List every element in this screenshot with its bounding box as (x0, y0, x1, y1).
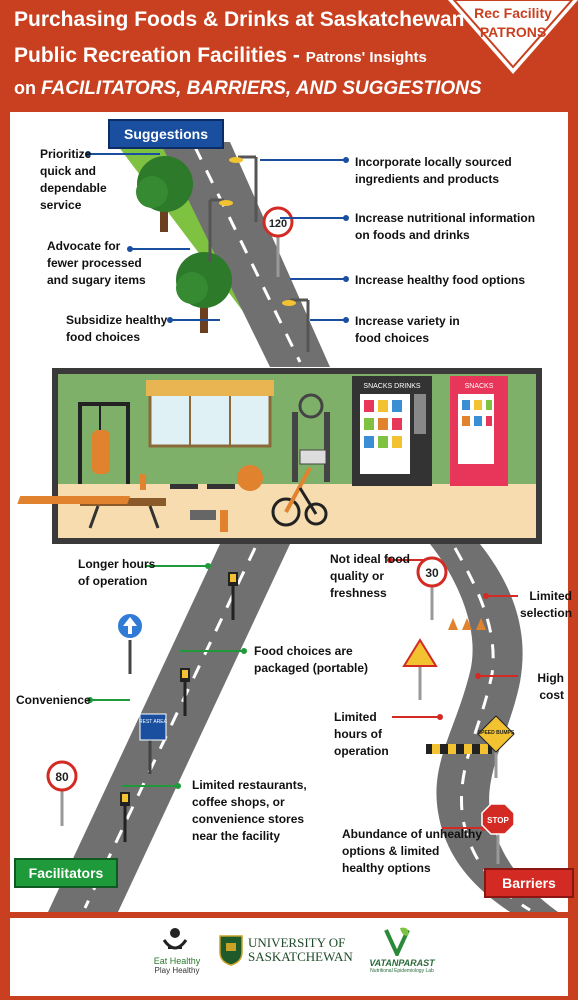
page-title-line3: on FACILITATORS, BARRIERS, AND SUGGESTIO… (14, 78, 482, 100)
footer-logos: Eat Healthy Play Healthy UNIVERSITY OF S… (10, 918, 568, 996)
facilitators-road (48, 544, 290, 912)
street-lamp-icon (229, 155, 258, 222)
gym-scene (17, 368, 542, 544)
barrier-limited-hours: Limited hours of operation (334, 710, 389, 758)
suggestions-heading: Suggestions (108, 119, 224, 149)
suggestion-subsidize: Subsidize healthy food choices (66, 313, 168, 344)
suggestions-road (160, 142, 330, 367)
tree-icon (136, 156, 193, 232)
speed-bumps-sign-icon (477, 715, 515, 778)
logo1-line1: Eat Healthy (153, 956, 201, 966)
suggestion-fewer-processed: Advocate for fewer processed and sugary … (47, 239, 146, 287)
vending-machine-2-label: SNACKS (465, 383, 494, 390)
vatanparast-logo-text: VATANPARAST Nutritional Epidemiology Lab (362, 958, 442, 974)
stop-sign-icon (481, 803, 515, 864)
logo3-line2: Nutritional Epidemiology Lab (370, 968, 434, 974)
rest-area-sign-text: REST AREA (139, 719, 168, 725)
title-main: Public Recreation Facilities - (14, 44, 306, 67)
logo1-line2: Play Healthy (154, 966, 200, 975)
title-emphasis: FACILITATORS, BARRIERS, AND SUGGESTIONS (41, 78, 482, 99)
title-prefix: on (14, 78, 41, 98)
speed-limit-sign-icon (262, 206, 294, 277)
patrons-badge (448, 0, 578, 74)
street-lamp-icon (282, 298, 310, 352)
eat-healthy-logo-icon (162, 928, 188, 950)
title-sub: Patrons' Insights (305, 49, 427, 66)
street-lamp-icon (208, 198, 233, 262)
facilitator-packaged: Food choices are packaged (portable) (254, 644, 369, 675)
speed-sign-120-text: 120 (269, 218, 287, 230)
barrier-connectors (390, 559, 518, 829)
barrier-food-quality: Not ideal food quality or freshness (330, 552, 410, 600)
facilitator-limited-restaurants: Limited restaurants, coffee shops, or co… (192, 778, 307, 843)
patrons-badge-text: Rec Facility PATRONS (460, 4, 566, 42)
speed-limit-sign-icon (46, 760, 78, 826)
direction-up-sign-icon (116, 612, 144, 674)
page-title-line2: Public Recreation Facilities - Patrons' … (14, 44, 427, 68)
eat-healthy-logo-text: Eat Healthy Play Healthy (142, 956, 212, 975)
speed-bumps-sign-text: SPEED BUMPS (478, 730, 515, 736)
suggestion-variety: Increase variety in food choices (355, 314, 460, 345)
university-crest-icon (219, 935, 243, 966)
badge-line1: Rec Facility (474, 5, 552, 21)
lamp-post-icon (228, 572, 238, 620)
speed-bump-icon (426, 744, 492, 754)
barrier-high-cost: High cost (537, 671, 564, 702)
suggestion-dots (85, 151, 349, 323)
barrier-dots (387, 557, 489, 831)
speed-sign-30-text: 30 (425, 566, 439, 580)
badge-line2: PATRONS (479, 24, 547, 40)
page-title-line1: Purchasing Foods & Drinks at Saskatchewa… (14, 8, 465, 31)
barrier-unhealthy-abundance: Abundance of unhealthy options & limited… (342, 827, 483, 875)
stop-sign-text: STOP (487, 816, 509, 825)
barriers-heading: Barriers (484, 868, 574, 898)
lamp-post-icon (120, 792, 130, 842)
logo3-line1: VATANPARAST (369, 958, 435, 968)
speed-sign-80-text: 80 (55, 770, 69, 784)
traffic-cone-icon (448, 618, 486, 630)
suggestion-healthy-options: Increase healthy food options (355, 273, 526, 287)
suggestion-connectors (88, 153, 346, 321)
logo2-line1: UNIVERSITY OF (248, 935, 346, 950)
vending-machine-1-label: SNACKS DRINKS (363, 383, 421, 390)
roadwork-sign-icon (402, 638, 438, 700)
logo2-line2: SASKATCHEWAN (248, 949, 353, 964)
suggestion-local-ingredients: Incorporate locally sourced ingredients … (355, 155, 512, 186)
infographic-scene: 120 (17, 142, 558, 912)
suggestion-quick-service: Prioritize quick and dependable service (40, 147, 107, 212)
facilitator-dots (87, 563, 247, 789)
vending-snacks (364, 400, 492, 448)
facilitator-longer-hours: Longer hours of operation (78, 557, 156, 588)
facilitator-connectors (90, 565, 244, 787)
vatanparast-leaf-icon (384, 927, 410, 956)
lamp-post-icon (180, 668, 190, 716)
university-logo-text: UNIVERSITY OF SASKATCHEWAN (248, 936, 353, 964)
barrier-limited-selection: Limited selection (520, 589, 573, 620)
facilitator-convenience: Convenience (16, 693, 91, 707)
road-dash (193, 146, 302, 363)
speed-limit-sign-icon (416, 556, 448, 620)
facilitators-heading: Facilitators (14, 858, 118, 888)
suggestion-nutrition-info: Increase nutritional information on food… (355, 211, 536, 242)
rest-area-sign-icon (139, 713, 167, 774)
tree-icon (176, 252, 232, 333)
